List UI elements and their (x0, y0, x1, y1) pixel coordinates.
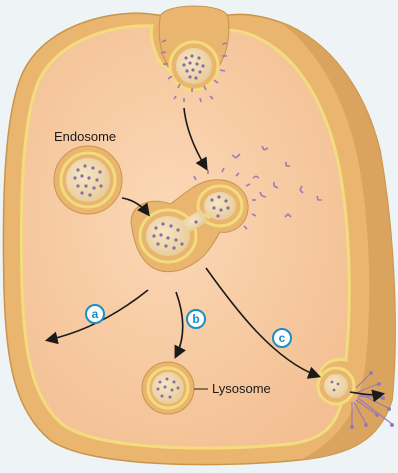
lysosome-label: Lysosome (212, 381, 271, 396)
svg-text:c: c (279, 331, 286, 345)
endosome-vesicle (54, 146, 122, 214)
pathway-badge-a: a (86, 305, 104, 323)
exocytosis-pore (318, 368, 354, 404)
pathway-badge-c: c (273, 329, 291, 347)
endosome-label: Endosome (54, 129, 116, 144)
svg-text:b: b (192, 312, 199, 326)
pathway-badge-b: b (187, 310, 205, 328)
svg-text:a: a (92, 307, 99, 321)
lysosome-vesicle (142, 362, 194, 414)
